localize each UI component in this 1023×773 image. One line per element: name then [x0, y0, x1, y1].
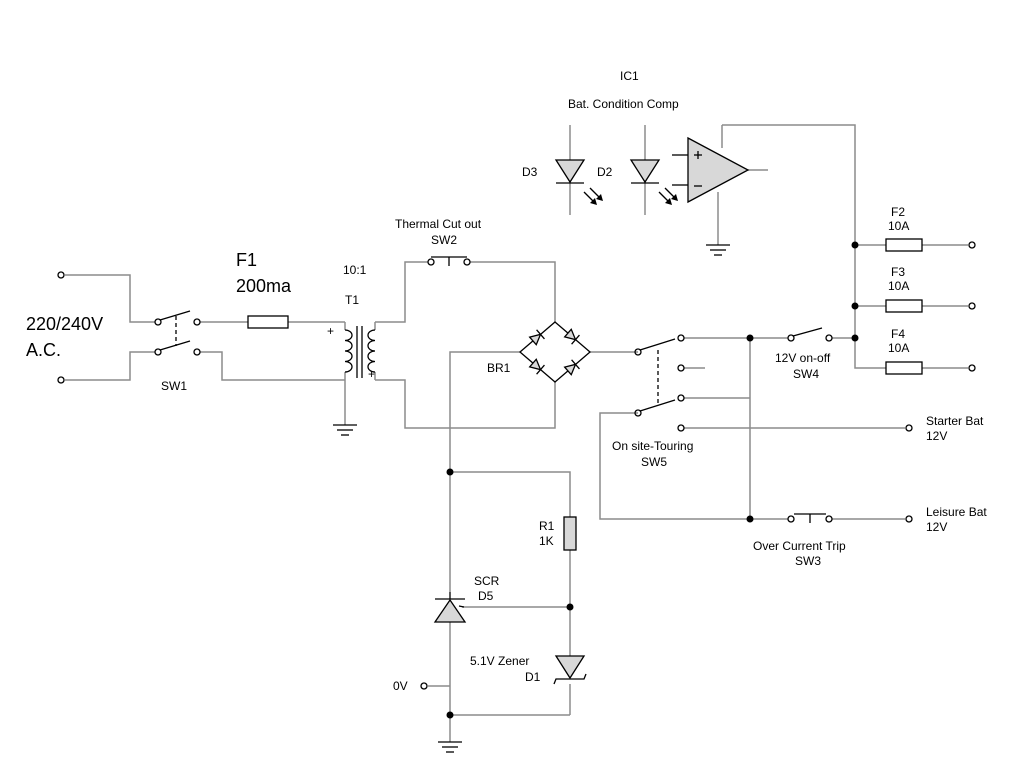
sw5-switch — [634, 334, 685, 432]
f1-label: F1 — [236, 250, 257, 270]
ac-voltage-label: 220/240V — [26, 314, 103, 334]
starter-bat-voltage: 12V — [926, 429, 947, 443]
r1-value: 1K — [539, 534, 554, 548]
ac-label: A.C. — [26, 340, 61, 360]
scr-d5 — [433, 592, 467, 623]
ground-t1 — [333, 424, 357, 436]
ic1-description: Bat. Condition Comp — [568, 97, 679, 111]
ic1-label: IC1 — [620, 69, 639, 83]
sw4-switch — [787, 327, 833, 342]
fuse-f2 — [885, 238, 923, 252]
d3-label: D3 — [522, 165, 538, 179]
ground-comparator — [706, 244, 730, 256]
over-current-label: Over Current Trip — [753, 539, 846, 553]
sw3-trip-switch — [787, 513, 833, 523]
sw2-thermal-switch — [427, 256, 471, 266]
labels: IC1 Bat. Condition Comp D3 D2 F1 200ma 2… — [26, 69, 987, 693]
sw3-label: SW3 — [795, 554, 821, 568]
onsite-touring-label: On site-Touring — [612, 439, 693, 453]
f4-value: 10A — [888, 341, 909, 355]
wires — [65, 124, 968, 742]
resistor-r1 — [563, 516, 577, 551]
br1-label: BR1 — [487, 361, 511, 375]
sw4-description: 12V on-off — [775, 351, 831, 365]
comparator-ic1 — [672, 136, 750, 204]
bridge-rectifier-br1 — [519, 321, 591, 383]
t1-plus-primary: + — [327, 324, 334, 338]
led-d2 — [629, 159, 678, 205]
f3-value: 10A — [888, 279, 909, 293]
sw1-label: SW1 — [161, 379, 187, 393]
leisure-bat-label: Leisure Bat — [926, 505, 987, 519]
d1-label: D1 — [525, 670, 541, 684]
fuse-f3 — [885, 299, 923, 313]
starter-bat-label: Starter Bat — [926, 414, 984, 428]
fuse-f4 — [885, 361, 923, 375]
leisure-bat-voltage: 12V — [926, 520, 947, 534]
led-d3 — [554, 159, 603, 205]
zener-d1 — [553, 655, 587, 685]
ratio-label: 10:1 — [343, 263, 367, 277]
r1-label: R1 — [539, 519, 555, 533]
f2-value: 10A — [888, 219, 909, 233]
f1-value: 200ma — [236, 276, 292, 296]
sw5-label: SW5 — [641, 455, 667, 469]
junction-dots — [446, 241, 859, 719]
sw2-label: SW2 — [431, 233, 457, 247]
d2-label: D2 — [597, 165, 613, 179]
transformer-t1 — [344, 326, 376, 378]
t1-label: T1 — [345, 293, 359, 307]
zener-label: 5.1V Zener — [470, 654, 529, 668]
t1-plus-secondary: + — [368, 367, 375, 381]
terminals — [57, 241, 976, 690]
f2-label: F2 — [891, 205, 905, 219]
d5-label: D5 — [478, 589, 494, 603]
thermal-label: Thermal Cut out — [395, 217, 482, 231]
fuse-f1 — [247, 315, 289, 329]
ground-0v — [438, 741, 462, 753]
f4-label: F4 — [891, 327, 905, 341]
scr-label: SCR — [474, 574, 500, 588]
sw4-label: SW4 — [793, 367, 819, 381]
zero-volt-label: 0V — [393, 679, 408, 693]
f3-label: F3 — [891, 265, 905, 279]
sw1-switch — [154, 310, 201, 356]
